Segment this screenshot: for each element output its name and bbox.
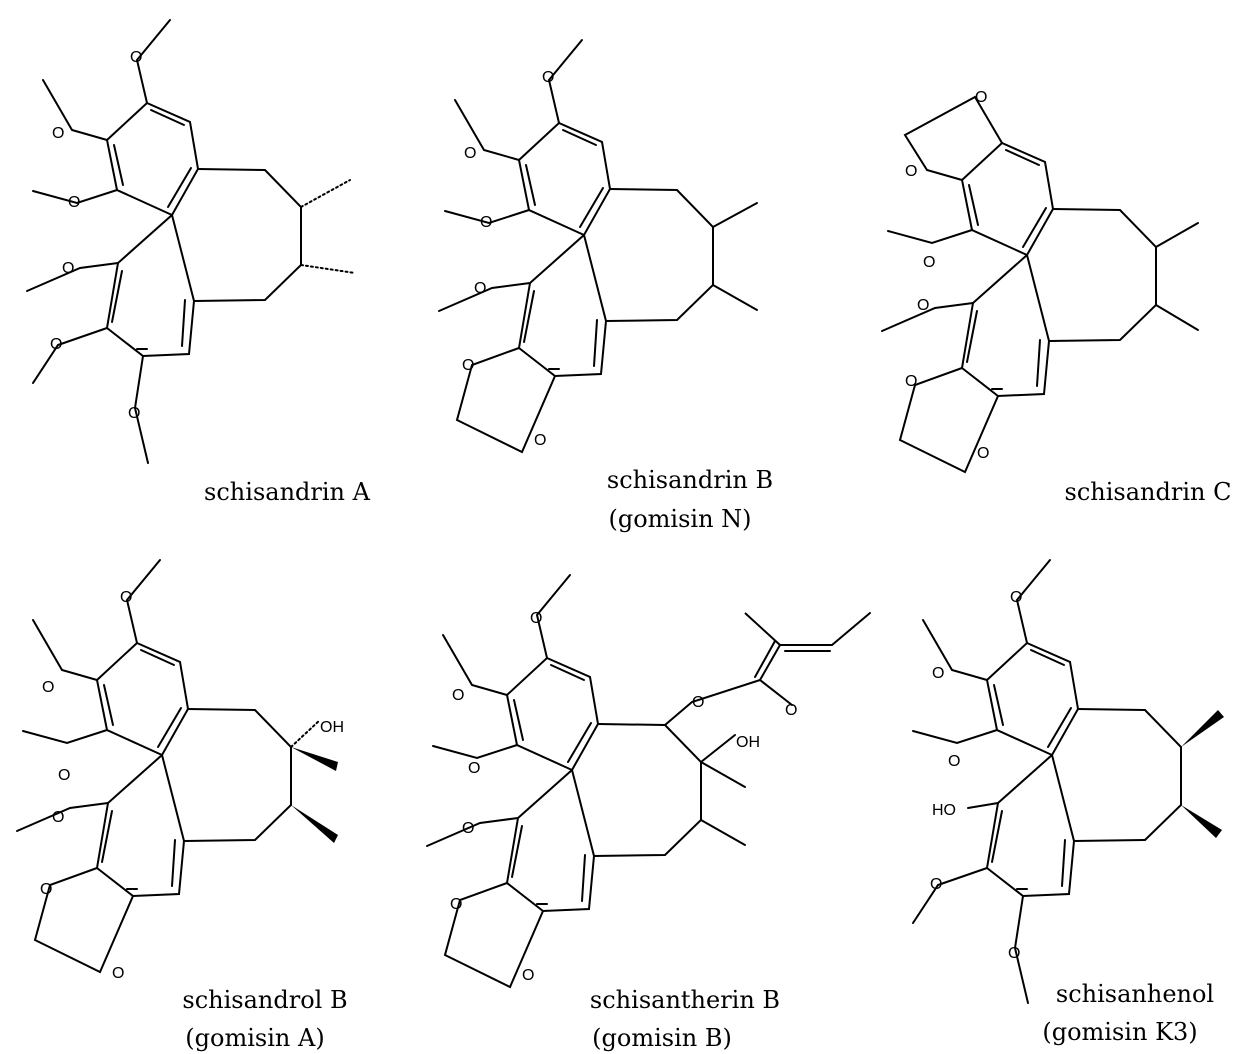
hydroxyl-label: OH [320,719,344,736]
oxygen-label: O [452,687,464,704]
oxygen-label: O [68,194,80,211]
oxygen-label: O [128,405,140,422]
compound-name-schisandrol-b: schisandrol B [182,986,347,1014]
compound-alias-gomisin-a: (gomisin A) [185,1024,324,1052]
oxygen-label: O [930,876,942,893]
compound-name-schisanhenol: schisanhenol [1056,980,1214,1008]
oxygen-label: O [480,214,492,231]
compound-name-schisandrin-c: schisandrin C [1065,478,1232,506]
molecule-schisanhenol: HO O O O O O [912,559,1224,1004]
oxygen-label: O [522,967,534,984]
oxygen-label: O [42,679,54,696]
oxygen-label: O [542,69,554,86]
molecule-schisandrol-b: OH O O O O O O [16,559,344,982]
oxygen-label: O [462,357,474,374]
molecule-schisantherin-b: O O OH O O O O O O [426,574,871,988]
hydroxyl-label: OH [736,734,760,751]
oxygen-label: O [905,373,917,390]
compound-alias-gomisin-k3: (gomisin K3) [1042,1018,1197,1046]
oxygen-label: O [975,89,987,106]
oxygen-label: O [932,665,944,682]
oxygen-label: O [62,260,74,277]
carbonyl-oxygen-label: O [785,702,797,719]
oxygen-label: O [50,336,62,353]
oxygen-label: O [112,965,124,982]
oxygen-label: O [905,163,917,180]
ester-oxygen-label: O [692,694,704,711]
oxygen-label: O [464,145,476,162]
compound-name-schisantherin-b: schisantherin B [590,986,780,1014]
oxygen-label: O [450,896,462,913]
hydroxyl-label: HO [932,802,956,819]
oxygen-label: O [52,125,64,142]
molecule-schisandrin-c: O O O O O O [881,89,1199,473]
oxygen-label: O [58,767,70,784]
oxygen-label: O [52,809,64,826]
oxygen-label: O [474,280,486,297]
oxygen-label: O [977,445,989,462]
oxygen-label: O [917,297,929,314]
oxygen-label: O [40,881,52,898]
compound-name-schisandrin-b: schisandrin B [607,466,773,494]
oxygen-label: O [462,820,474,837]
oxygen-label: O [923,254,935,271]
oxygen-label: O [468,760,480,777]
oxygen-label: O [120,589,132,606]
oxygen-label: O [1008,945,1020,962]
oxygen-label: O [530,610,542,627]
compound-alias-gomisin-n: (gomisin N) [608,505,751,533]
oxygen-label: O [534,432,546,449]
molecule-schisandrin-a: O O O O O O schisandrin A [26,19,371,506]
oxygen-label: O [1010,589,1022,606]
oxygen-label: O [130,49,142,66]
oxygen-label: O [948,753,960,770]
compound-alias-gomisin-b: (gomisin B) [592,1024,732,1052]
molecule-schisandrin-b: O O O O O O [438,39,758,453]
compound-name-schisandrin-a: schisandrin A [204,478,371,506]
